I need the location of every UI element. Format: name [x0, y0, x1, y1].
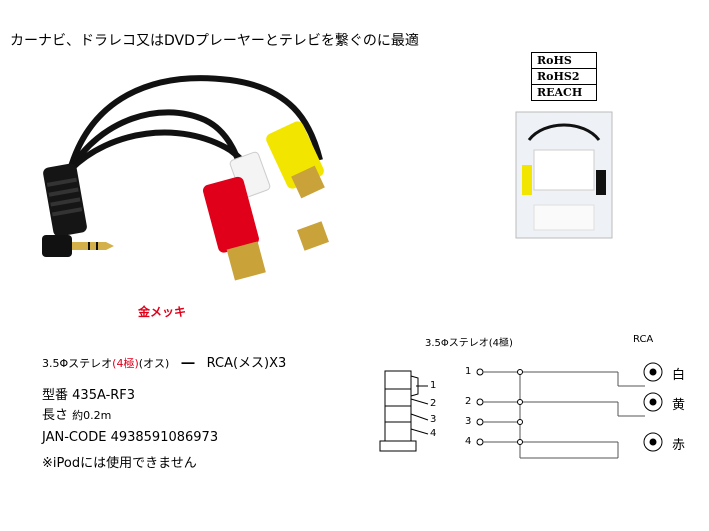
yellow-rca-plug [266, 121, 325, 199]
jan-code: JAN-CODE 4938591086973 [42, 430, 219, 445]
output-yellow: 黄 [672, 398, 686, 413]
diagram-plug-title: 3.5Φステレオ(4極) [425, 338, 513, 349]
rohs2-badge: RoHS2 [532, 69, 596, 85]
ipod-note: ※iPodには使用できません [42, 456, 197, 471]
spec-dash: ― [181, 356, 195, 371]
rca-target: RCA(メス)X3 [206, 356, 287, 371]
gold-plating-label: 金メッキ [138, 305, 187, 319]
headline: カーナビ、ドラレコ又はDVDプレーヤーとテレビを繋ぐのに最適 [10, 33, 419, 49]
left-pin-2: 2 [465, 396, 472, 407]
package-photo [515, 111, 613, 239]
plug-type: 3.5Φステレオ [42, 357, 113, 370]
model-number: 型番 435A-RF3 [42, 384, 135, 403]
connector-spec: 3.5Φステレオ(4極)(オス) ― RCA(メス)X3 [42, 352, 286, 371]
compliance-badges: RoHS RoHS2 REACH [531, 52, 597, 101]
minijack-plug [42, 163, 114, 257]
red-rca-plug [202, 176, 266, 281]
length-value: 約0.2m [72, 409, 112, 422]
cable-yellow-wire [67, 75, 323, 171]
cable-photo [42, 75, 329, 281]
left-pin-3: 3 [465, 416, 472, 427]
rohs-badge: RoHS [532, 53, 596, 69]
wiring-diagram: 3.5Φステレオ(4極) RCA [370, 326, 700, 516]
model-label: 型番 [42, 388, 69, 403]
left-pin-1: 1 [465, 366, 472, 377]
reach-badge: REACH [537, 86, 583, 99]
left-pin-4: 4 [465, 436, 472, 447]
plug-pin-3: 3 [430, 414, 437, 425]
plug-pin-2: 2 [430, 398, 437, 409]
diagram-rca-title: RCA [633, 334, 654, 345]
length: 長さ 約0.2m [42, 404, 111, 423]
model-value: 435A-RF3 [72, 388, 136, 403]
plug-pin-1: 1 [430, 380, 437, 391]
length-label: 長さ [42, 408, 69, 423]
plug-gender: (オス) [138, 357, 170, 370]
output-red: 赤 [672, 438, 686, 453]
plug-poles: (4極) [112, 357, 139, 370]
output-white: 白 [672, 368, 686, 383]
plug-pin-4: 4 [430, 428, 437, 439]
wiring-lines [379, 362, 663, 459]
